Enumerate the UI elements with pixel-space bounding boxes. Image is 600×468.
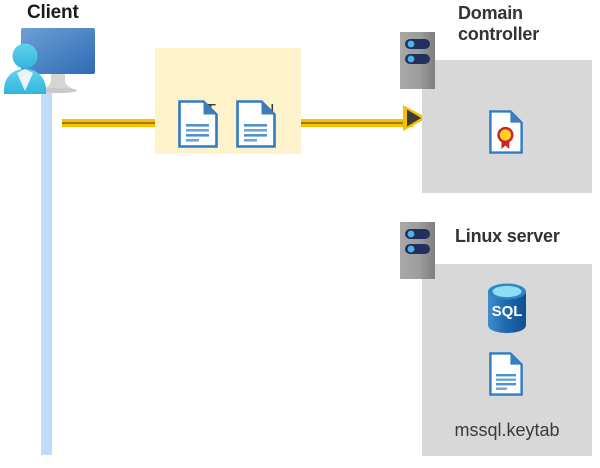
sql-database-icon: SQL [486, 282, 528, 334]
keytab-filename-label: mssql.keytab [454, 420, 560, 440]
tgt-document-icon [178, 100, 218, 148]
request-arrow-head [403, 105, 427, 131]
workstation-user-icon [4, 26, 100, 96]
certificate-document-icon [489, 110, 523, 154]
server-rack-icon [400, 32, 435, 89]
linux-server-title: Linux server [455, 226, 560, 246]
sql-icon-text: SQL [492, 303, 523, 320]
credential-message-box: TGT SPN [155, 48, 301, 154]
client-label: Client [27, 2, 79, 23]
spn-document-icon [236, 100, 276, 148]
domain-controller-title: Domain controller [458, 3, 540, 45]
keytab-document-icon [489, 352, 523, 396]
server-rack-icon [400, 222, 435, 279]
client-lifeline [41, 88, 52, 455]
